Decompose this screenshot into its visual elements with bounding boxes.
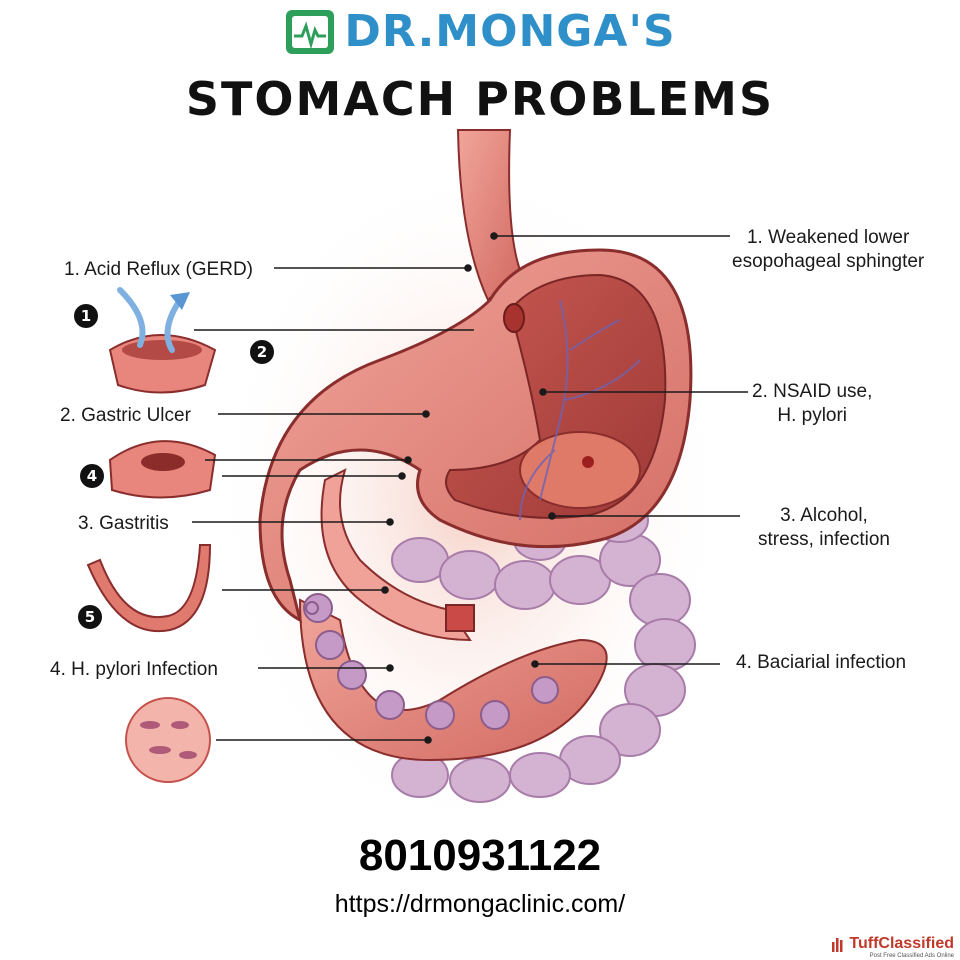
marker-2: 2 — [257, 343, 267, 361]
label-weakened-sphincter: 1. Weakened lower esopohageal sphingter — [732, 226, 924, 274]
label-bacterial: 4. Baciarial infection — [736, 651, 906, 675]
label-nsaid-line2: H. pylori — [777, 404, 848, 426]
watermark: TuffClassified — [832, 936, 954, 952]
phone-number: 8010931122 — [358, 831, 602, 880]
label-gastritis: 3. Gastritis — [78, 513, 169, 534]
duodenum — [298, 598, 608, 762]
label-weakened-sphincter-line1: 1. Weakened lower — [746, 227, 910, 248]
marker-4: 4 — [87, 467, 97, 485]
label-alcohol: 3. Alcohol, stress, infection — [758, 504, 890, 552]
bar-chart-icon — [832, 938, 843, 952]
website-url[interactable]: https://drmongaclinic.com/ — [334, 890, 626, 918]
label-alcohol-line1: 3. Alcohol, — [780, 505, 868, 526]
reflux-inset — [108, 287, 217, 394]
label-acid-reflux: 1. Acid Reflux (GERD) — [64, 259, 253, 280]
ulcer-region — [519, 431, 641, 509]
watermark-tagline: Post Free Classified Ads Online — [869, 953, 954, 959]
label-h-pylori: 4. H. pylori Infection — [50, 659, 218, 680]
marker-1: 1 — [81, 307, 91, 325]
marker-5: 5 — [85, 608, 95, 626]
clinic-logo-icon — [286, 10, 335, 54]
label-nsaid-line1: 2. NSAID use, — [752, 381, 873, 402]
intestine — [391, 497, 696, 803]
number-markers: 1 2 4 5 — [74, 304, 274, 629]
pylorus-tube — [320, 468, 472, 642]
blood-vessels — [519, 299, 641, 521]
bowel-lumens — [303, 593, 559, 730]
watermark-name: TuffClassified — [849, 935, 954, 952]
brand-header: DR.MONGA'S — [0, 6, 960, 58]
h-pylori-inset — [125, 697, 211, 783]
gastritis-inset — [86, 544, 212, 633]
label-alcohol-line2: stress, infection — [758, 528, 890, 550]
brand-name: DR.MONGA'S — [344, 6, 676, 57]
sphincter-lesion — [503, 303, 525, 333]
label-weakened-sphincter-line2: esopohageal sphingter — [732, 250, 925, 272]
ulcer-inset — [108, 440, 217, 499]
label-nsaid: 2. NSAID use, H. pylori — [752, 380, 872, 428]
label-gastric-ulcer: 2. Gastric Ulcer — [60, 405, 191, 426]
label-bacterial-line1: 4. Baciarial infection — [736, 652, 907, 673]
leader-lines — [192, 232, 748, 744]
page-title: STOMACH PROBLEMS — [185, 72, 775, 126]
